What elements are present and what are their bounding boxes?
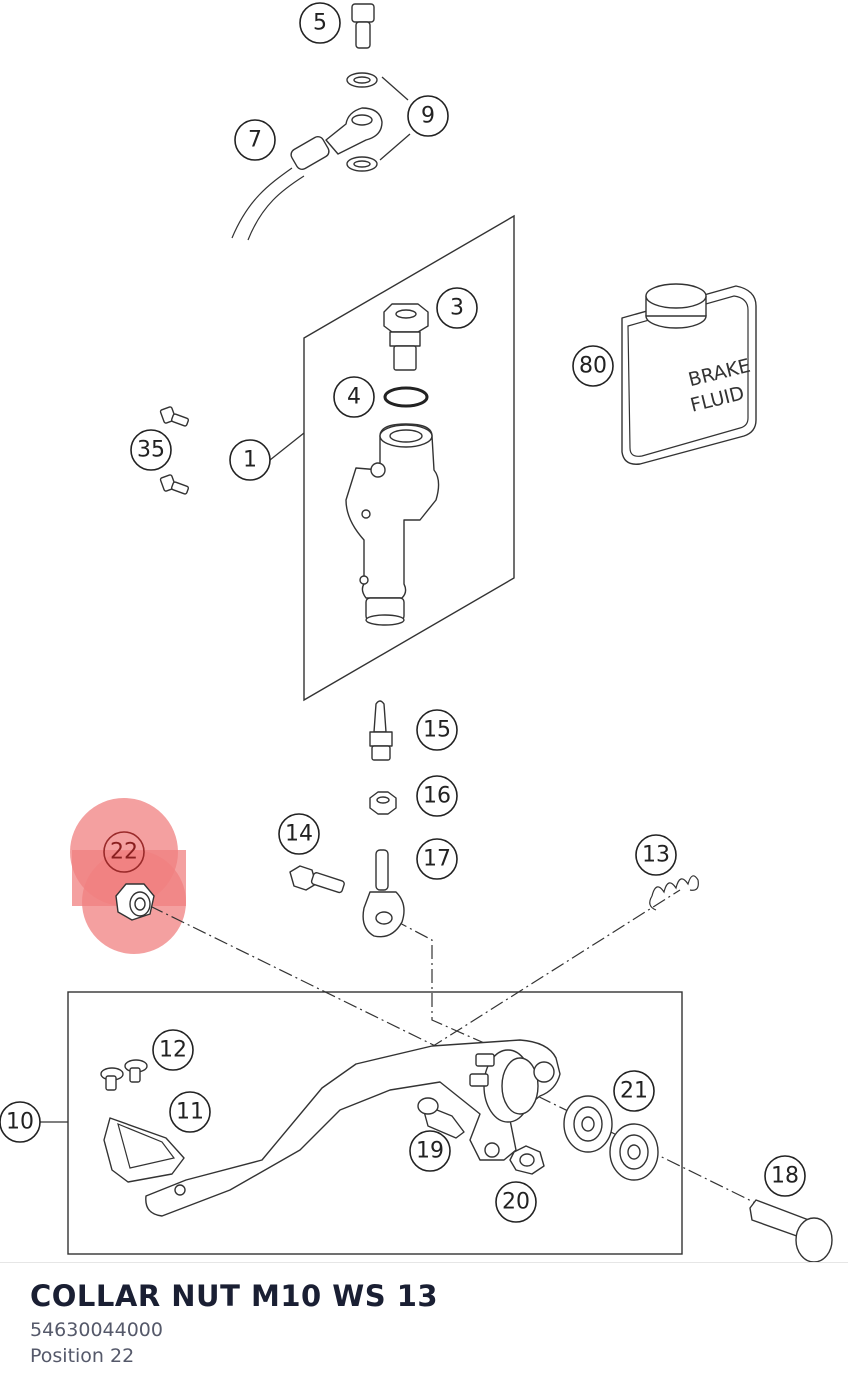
callout-18[interactable]: 18 bbox=[764, 1155, 806, 1197]
svg-text:18: 18 bbox=[771, 1164, 799, 1189]
svg-text:3: 3 bbox=[450, 296, 464, 321]
o-ring-part[interactable] bbox=[383, 386, 429, 408]
callout-13[interactable]: 13 bbox=[635, 834, 677, 876]
svg-text:4: 4 bbox=[347, 385, 361, 410]
callout-17[interactable]: 17 bbox=[416, 838, 458, 880]
callout-80[interactable]: 80 bbox=[572, 345, 614, 387]
svg-text:14: 14 bbox=[285, 822, 313, 847]
callout-1[interactable]: 1 bbox=[229, 439, 271, 481]
part-info-panel: COLLAR NUT M10 WS 13 54630044000 Positio… bbox=[0, 1262, 848, 1390]
brake-line-part[interactable] bbox=[231, 107, 383, 241]
svg-text:17: 17 bbox=[423, 847, 451, 872]
leader-lines bbox=[40, 76, 411, 1123]
callout-11[interactable]: 11 bbox=[169, 1091, 211, 1133]
callout-21[interactable]: 21 bbox=[613, 1070, 655, 1112]
brake-pedal-frame bbox=[67, 991, 683, 1255]
clevis-part[interactable] bbox=[362, 849, 405, 938]
brake-pedal-lever-part[interactable] bbox=[145, 1039, 561, 1217]
screw-part[interactable] bbox=[159, 406, 190, 495]
exploded-parts-diagram: BRAKE FLUID bbox=[0, 2, 833, 1262]
svg-text:80: 80 bbox=[579, 354, 607, 379]
return-spring-part[interactable] bbox=[649, 875, 699, 911]
collar-nut-part[interactable] bbox=[115, 883, 155, 921]
svg-text:20: 20 bbox=[502, 1190, 530, 1215]
push-rod-part[interactable] bbox=[369, 700, 393, 761]
callout-20[interactable]: 20 bbox=[495, 1181, 537, 1223]
svg-text:21: 21 bbox=[620, 1079, 648, 1104]
callout-9[interactable]: 9 bbox=[407, 95, 449, 137]
callout-7[interactable]: 7 bbox=[234, 119, 276, 161]
callout-14[interactable]: 14 bbox=[278, 813, 320, 855]
svg-text:35: 35 bbox=[137, 438, 165, 463]
svg-text:7: 7 bbox=[248, 128, 262, 153]
svg-text:9: 9 bbox=[421, 104, 435, 129]
svg-text:22: 22 bbox=[110, 840, 138, 865]
callout-22[interactable]: 22 bbox=[103, 831, 145, 873]
banjo-bolt-part[interactable] bbox=[351, 3, 375, 49]
callout-5[interactable]: 5 bbox=[299, 2, 341, 44]
part-position: Position 22 bbox=[30, 1345, 135, 1367]
svg-text:13: 13 bbox=[642, 843, 670, 868]
reservoir-fitting-part[interactable] bbox=[383, 303, 429, 371]
bearing-part[interactable] bbox=[563, 1095, 659, 1181]
part-title: COLLAR NUT M10 WS 13 bbox=[30, 1279, 439, 1313]
master-cylinder-part[interactable] bbox=[345, 423, 440, 626]
part-number: 54630044000 bbox=[30, 1319, 163, 1341]
pivot-bolt-part[interactable] bbox=[749, 1199, 833, 1262]
footrest-screw-part[interactable] bbox=[100, 1059, 148, 1091]
callout-16[interactable]: 16 bbox=[416, 775, 458, 817]
hex-nut-part[interactable] bbox=[369, 791, 397, 815]
svg-text:10: 10 bbox=[6, 1110, 34, 1135]
svg-text:1: 1 bbox=[243, 448, 257, 473]
svg-text:16: 16 bbox=[423, 784, 451, 809]
callout-10[interactable]: 10 bbox=[0, 1101, 41, 1143]
svg-text:15: 15 bbox=[423, 718, 451, 743]
callout-12[interactable]: 12 bbox=[152, 1029, 194, 1071]
callout-15[interactable]: 15 bbox=[416, 709, 458, 751]
lever-nut-part[interactable] bbox=[509, 1145, 545, 1175]
diagram-svg: BRAKE FLUID bbox=[0, 2, 833, 1262]
sealing-washer-part[interactable] bbox=[346, 72, 378, 172]
brake-fluid-can-part[interactable]: BRAKE FLUID bbox=[621, 283, 757, 465]
assembly-axis-lines bbox=[149, 889, 781, 1216]
selected-part-highlight[interactable] bbox=[70, 798, 186, 954]
svg-text:19: 19 bbox=[416, 1139, 444, 1164]
pedal-tip-part[interactable] bbox=[103, 1117, 185, 1183]
bolt-part[interactable] bbox=[289, 865, 345, 894]
callout-19[interactable]: 19 bbox=[409, 1130, 451, 1172]
callout-35[interactable]: 35 bbox=[130, 429, 172, 471]
svg-text:11: 11 bbox=[176, 1100, 204, 1125]
svg-text:12: 12 bbox=[159, 1038, 187, 1063]
svg-text:5: 5 bbox=[313, 11, 327, 36]
callout-3[interactable]: 3 bbox=[436, 287, 478, 329]
master-cylinder-frame bbox=[303, 214, 515, 702]
sleeve-part[interactable] bbox=[417, 1097, 465, 1139]
callout-4[interactable]: 4 bbox=[333, 376, 375, 418]
